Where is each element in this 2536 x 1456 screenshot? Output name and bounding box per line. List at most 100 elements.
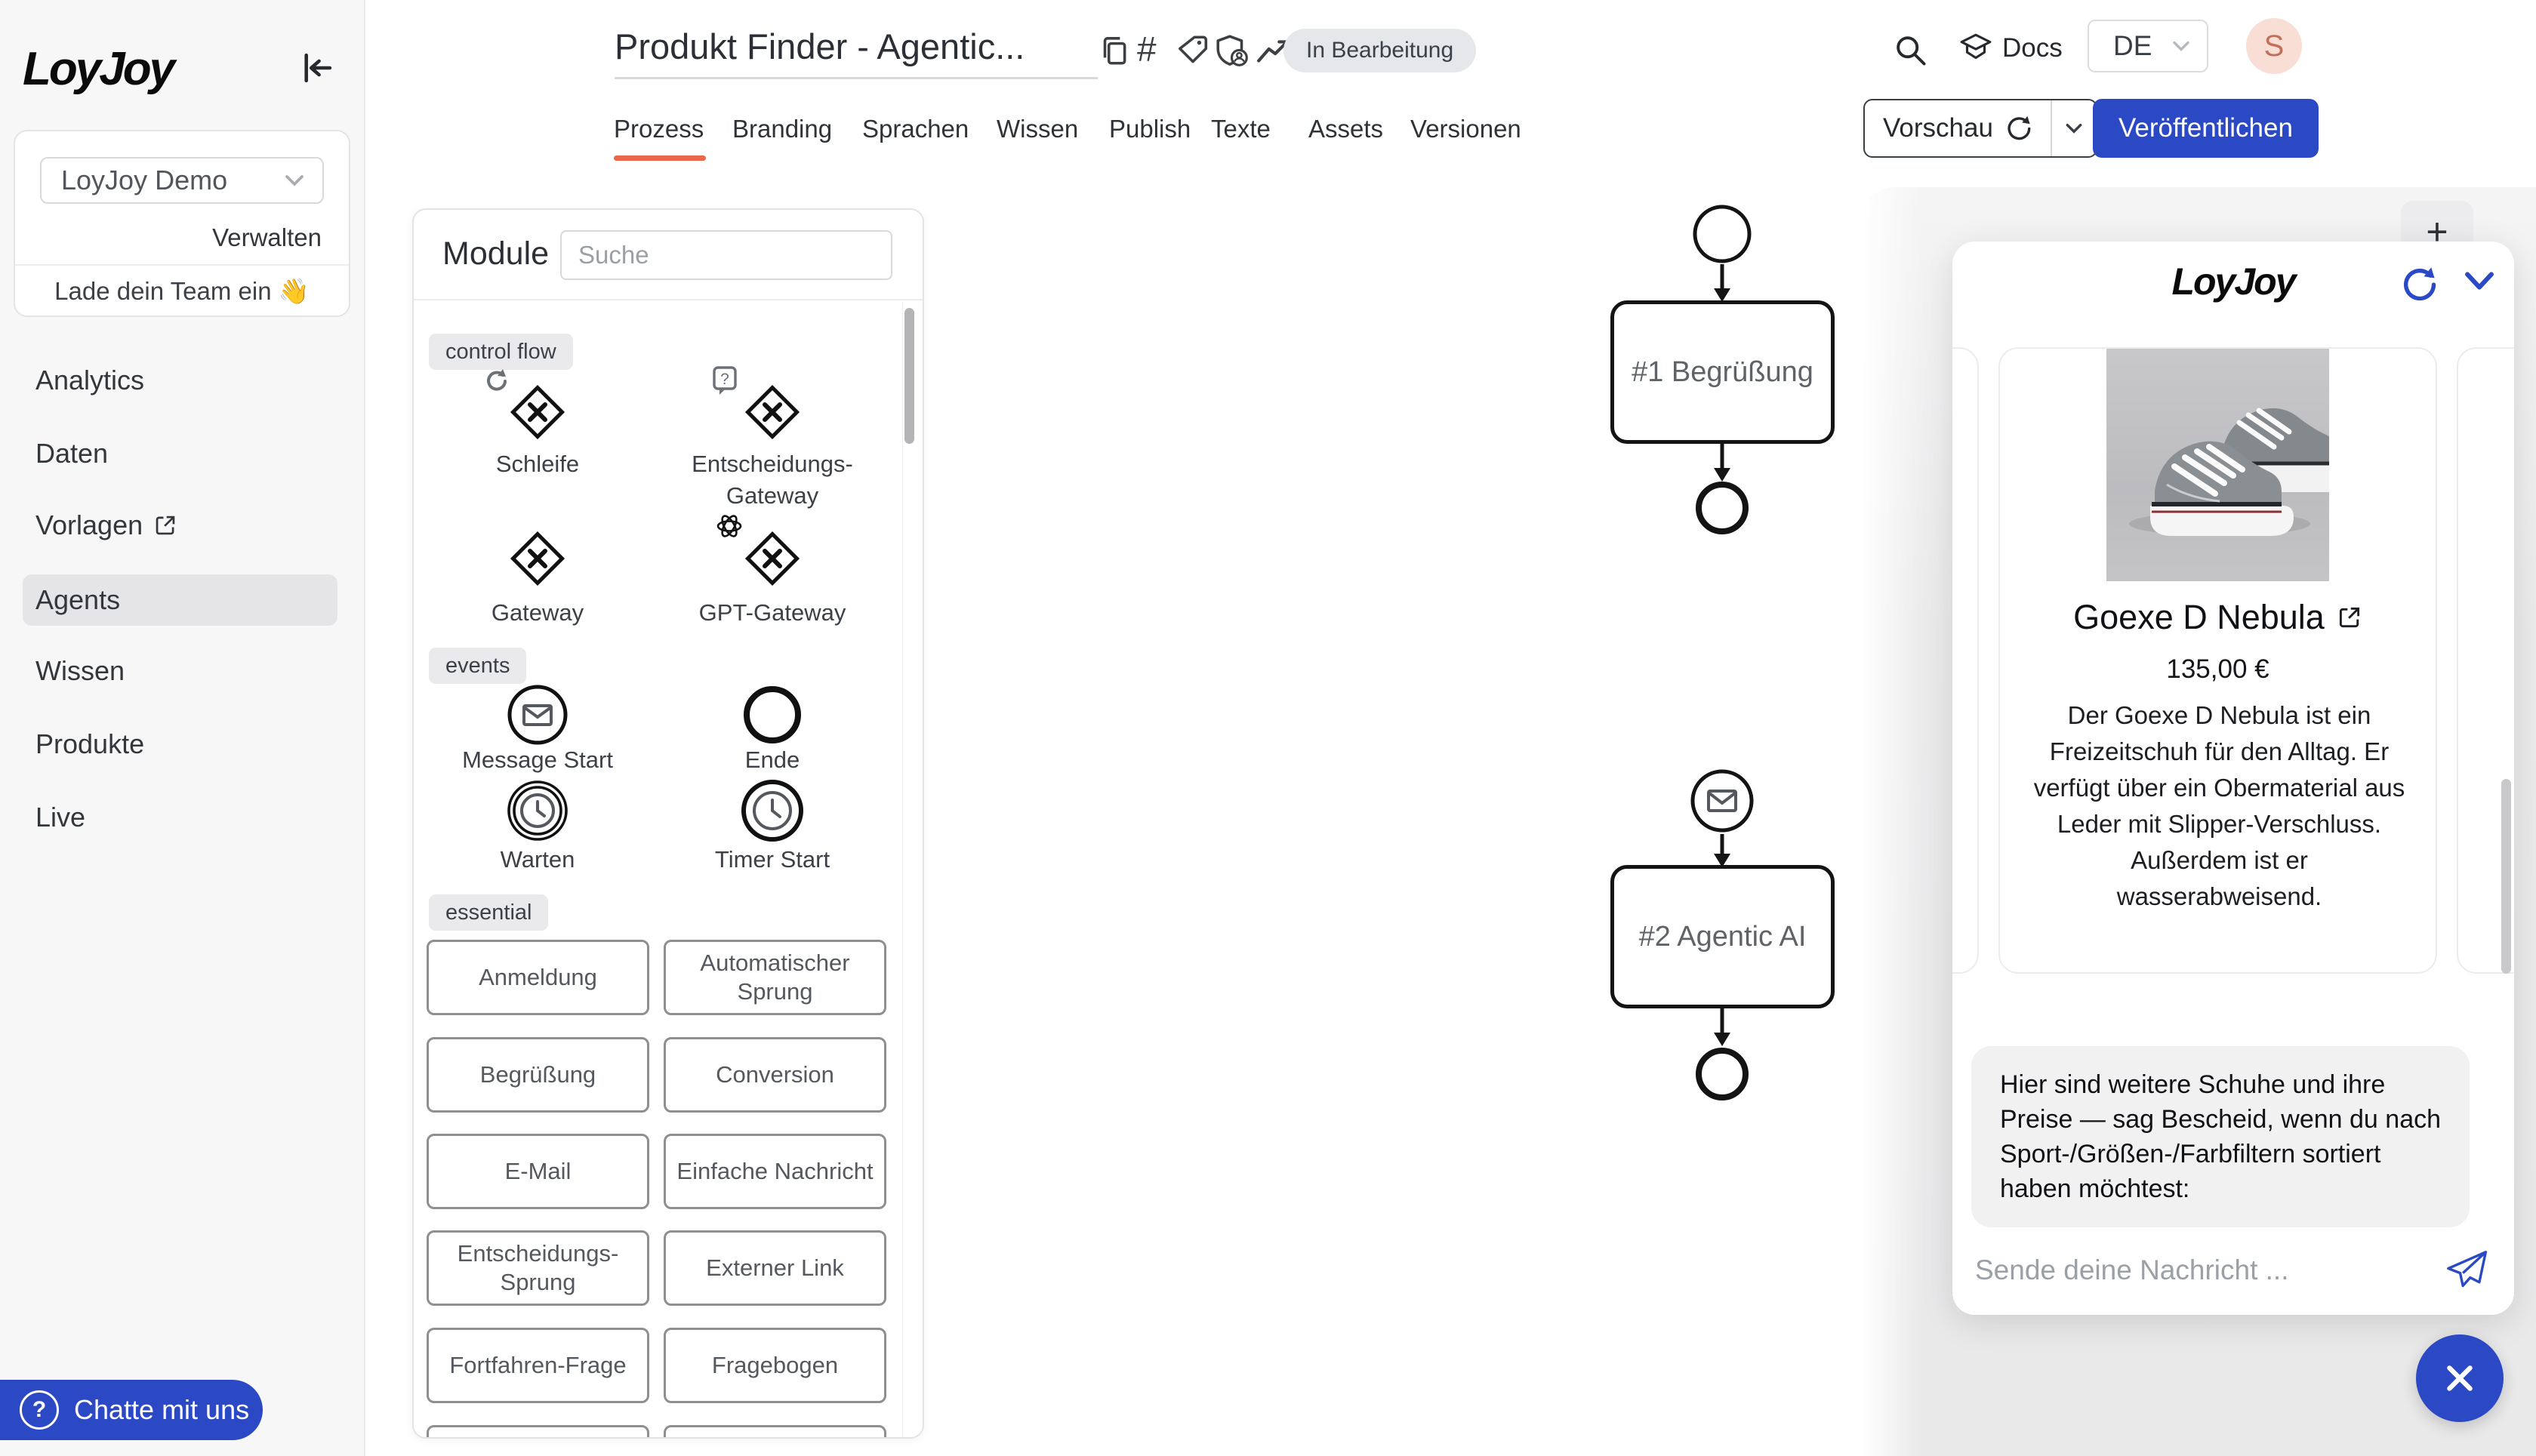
module-button-anmeldung[interactable]: Anmeldung — [427, 940, 649, 1015]
chat-header: LoyJoy — [1952, 242, 2514, 326]
module-panel-header: Module — [414, 210, 923, 300]
flow-arrow — [1714, 834, 1730, 867]
module-button-partial[interactable] — [664, 1425, 886, 1437]
language-select-value: DE — [2113, 30, 2152, 61]
module-entscheidungs-gateway[interactable]: ? — [667, 366, 878, 451]
module-button-automatischer-sprung[interactable]: Automatischer Sprung — [664, 940, 886, 1015]
tag-icon[interactable] — [1175, 33, 1209, 68]
preview-split-button[interactable]: Vorschau — [1863, 99, 2097, 158]
hash-icon[interactable]: # — [1137, 29, 1157, 69]
sidebar-item-vorlagen[interactable]: Vorlagen — [14, 500, 350, 551]
module-label: Timer Start — [714, 846, 830, 873]
flow-end-event[interactable] — [1694, 1046, 1750, 1102]
module-warten[interactable] — [432, 776, 643, 849]
module-label: Gateway — [491, 599, 584, 626]
chevron-down-icon — [283, 173, 306, 188]
flow-node-agentic-ai[interactable]: #2 Agentic AI — [1610, 865, 1835, 1008]
flow-arrow — [1714, 1008, 1730, 1046]
language-select[interactable]: DE — [2088, 20, 2208, 72]
preview-dropdown-button[interactable] — [2052, 100, 2096, 156]
chat-minimize-icon[interactable] — [2463, 269, 2496, 293]
tab-prozess[interactable]: Prozess — [614, 115, 704, 143]
module-button-fragebogen[interactable]: Fragebogen — [664, 1328, 886, 1403]
section-badge-control-flow: control flow — [429, 334, 573, 370]
tab-publish[interactable]: Publish — [1109, 115, 1191, 143]
tab-branding[interactable]: Branding — [732, 115, 833, 143]
docs-link[interactable]: Docs — [1958, 32, 2063, 65]
chat-input-bar — [1952, 1227, 2514, 1315]
flow-end-event[interactable] — [1694, 480, 1750, 536]
chat-close-button[interactable] — [2416, 1334, 2504, 1422]
module-button-fortfahren-frage[interactable]: Fortfahren-Frage — [427, 1328, 649, 1403]
product-name[interactable]: Goexe D Nebula — [2000, 598, 2436, 637]
module-button-einfache-nachricht[interactable]: Einfache Nachricht — [664, 1134, 886, 1209]
tab-texte[interactable]: Texte — [1211, 115, 1271, 143]
close-icon — [2441, 1359, 2479, 1397]
module-search-input[interactable] — [560, 230, 892, 280]
module-label: Message Start — [462, 746, 613, 773]
module-message-start[interactable] — [432, 681, 643, 753]
workspace-select[interactable]: LoyJoy Demo — [40, 157, 324, 204]
chat-loyjoy-logo: LoyJoy — [2171, 260, 2296, 303]
chat-refresh-icon[interactable] — [2399, 264, 2439, 303]
sidebar-item-wissen[interactable]: Wissen — [35, 655, 125, 686]
sidebar-item-analytics[interactable]: Analytics — [35, 365, 145, 396]
flow-start-event[interactable] — [1692, 204, 1752, 264]
module-button-conversion[interactable]: Conversion — [664, 1037, 886, 1113]
product-description: Der Goexe D Nebula ist ein Freizeitschuh… — [2033, 701, 2405, 910]
sidebar-item-produkte[interactable]: Produkte — [35, 728, 145, 759]
duplicate-icon[interactable] — [1096, 33, 1131, 68]
question-circle-icon: ? — [20, 1390, 59, 1430]
flow-node-begruessung[interactable]: #1 Begrüßung — [1610, 300, 1835, 444]
tab-sprachen[interactable]: Sprachen — [862, 115, 969, 143]
module-button-begruessung[interactable]: Begrüßung — [427, 1037, 649, 1113]
module-button-email[interactable]: E-Mail — [427, 1134, 649, 1209]
module-label: Entscheidungs-Gateway — [692, 451, 853, 509]
tab-wissen[interactable]: Wissen — [997, 115, 1079, 143]
publish-button[interactable]: Veröffentlichen — [2093, 99, 2319, 158]
chat-message-input[interactable] — [1974, 1247, 2414, 1294]
search-icon[interactable] — [1892, 32, 1928, 68]
sidebar-item-live[interactable]: Live — [35, 802, 86, 833]
preview-button[interactable]: Vorschau — [1865, 100, 2051, 156]
privacy-shield-icon[interactable] — [1214, 33, 1250, 69]
loyjoy-logo: LoyJoy — [23, 43, 175, 95]
sidebar-item-agents[interactable]: Agents — [23, 574, 337, 626]
title-underline — [615, 77, 1098, 79]
gateway-diamond-icon — [744, 384, 800, 440]
carousel-card-previous[interactable] — [1952, 347, 1979, 974]
page-title[interactable]: Produkt Finder - Agentic... — [615, 26, 1025, 66]
module-panel-title: Module — [442, 235, 550, 272]
workspace-manage-link[interactable]: Verwalten — [212, 223, 322, 251]
question-bubble-icon: ? — [712, 365, 742, 399]
sidebar-item-daten[interactable]: Daten — [35, 438, 109, 469]
chat-with-us-button[interactable]: ? Chatte mit uns — [0, 1380, 263, 1440]
sidebar: LoyJoy LoyJoy Demo Verwalten Lade dein T… — [0, 0, 365, 1456]
send-icon[interactable] — [2445, 1248, 2488, 1292]
module-timer-start[interactable] — [667, 776, 878, 849]
external-link-icon — [2337, 605, 2362, 630]
avatar[interactable]: S — [2246, 18, 2302, 74]
chat-preview-fade — [1862, 187, 1922, 1456]
module-button-externer-link[interactable]: Externer Link — [664, 1230, 886, 1306]
module-label: GPT-Gateway — [698, 599, 846, 626]
section-badge-events: events — [429, 648, 527, 684]
module-gpt-gateway[interactable] — [667, 515, 878, 597]
invite-team-link[interactable]: Lade dein Team ein 👋 — [15, 264, 349, 317]
collapse-sidebar-icon — [297, 50, 337, 86]
sidebar-collapse-button[interactable] — [293, 44, 341, 92]
openai-icon — [713, 510, 745, 542]
active-tab-indicator — [614, 155, 706, 161]
tab-versionen[interactable]: Versionen — [1410, 115, 1521, 143]
module-schleife[interactable] — [432, 369, 643, 451]
flow-message-start-event[interactable] — [1689, 768, 1755, 834]
section-badge-essential: essential — [429, 894, 549, 931]
module-ende[interactable] — [667, 681, 878, 753]
module-button-partial[interactable] — [427, 1425, 649, 1437]
module-scrollbar-track — [902, 302, 903, 1437]
module-scrollbar-thumb[interactable] — [904, 308, 914, 444]
tab-assets[interactable]: Assets — [1308, 115, 1384, 143]
chat-scrollbar-thumb[interactable] — [2501, 779, 2511, 974]
module-button-entscheidungs-sprung[interactable]: Entscheidungs-Sprung — [427, 1230, 649, 1306]
module-gateway[interactable] — [432, 524, 643, 597]
